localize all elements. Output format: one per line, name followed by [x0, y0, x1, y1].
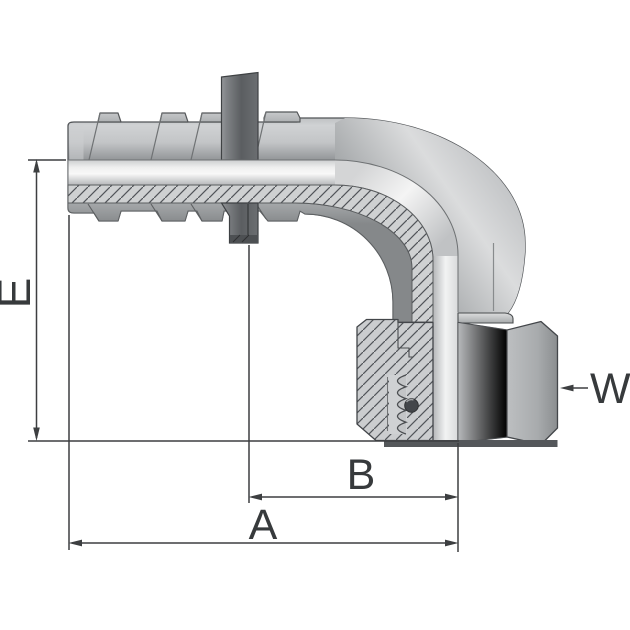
fitting-body — [67, 71, 559, 447]
barb-1 — [97, 112, 122, 123]
seat-face — [384, 440, 558, 447]
bore — [67, 159, 459, 441]
stem-end-ring — [69, 123, 84, 160]
elbow-outer-band — [335, 118, 525, 313]
nut-thread-step — [397, 319, 414, 358]
lower-barb-edges — [87, 203, 267, 222]
nut-section-left — [356, 318, 434, 442]
nut-boss — [457, 312, 514, 324]
dimensioning — [28, 159, 588, 552]
barb-2 — [159, 112, 189, 123]
collar-upper — [220, 71, 259, 161]
dimension-label-b: B — [347, 451, 376, 499]
section-wall — [67, 184, 434, 323]
dimension-label-e: E — [0, 278, 40, 309]
dimension-label-w: W — [590, 365, 630, 413]
nut-hex-right — [457, 320, 559, 446]
collar-lower — [220, 202, 259, 244]
barb-4 — [263, 111, 301, 123]
dimension-label-a: A — [249, 501, 278, 549]
hose-barbs — [69, 111, 301, 161]
thread-teeth — [396, 374, 408, 435]
dimension-arrowheads — [33, 159, 574, 547]
o-ring-seal — [404, 398, 419, 413]
